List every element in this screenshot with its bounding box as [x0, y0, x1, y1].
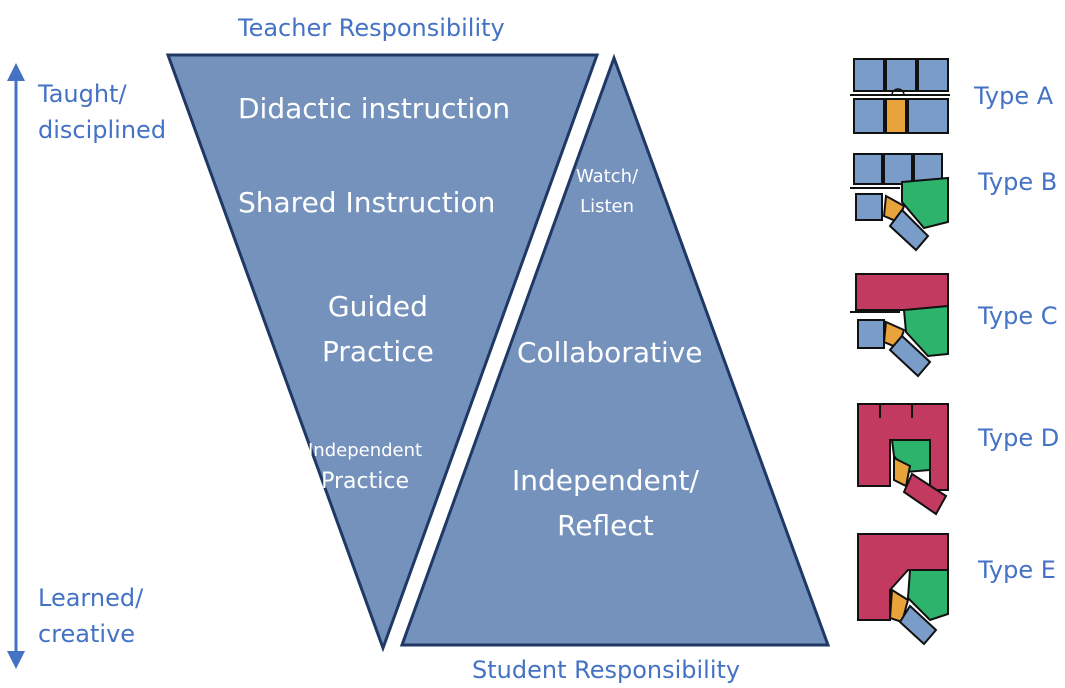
title-student-responsibility: Student Responsibility — [472, 656, 741, 684]
type-c-plan — [850, 273, 949, 378]
teacher-triangle — [165, 53, 600, 653]
type-a-label: Type A — [974, 82, 1054, 110]
stage-reflect-line2: Reflect — [557, 509, 654, 542]
axis-top-label: Taught/ disciplined — [38, 76, 166, 148]
type-d-label: Type D — [978, 424, 1060, 452]
type-b-plan — [850, 153, 949, 252]
stage-watch-line2: Listen — [580, 196, 635, 217]
student-triangle — [399, 53, 831, 647]
type-b-label: Type B — [978, 168, 1058, 196]
type-a-plan — [850, 58, 950, 134]
axis-bottom-label: Learned/ creative — [38, 580, 143, 652]
stage-didactic-instruction: Didactic instruction — [238, 92, 511, 125]
stage-watch-line1: Watch/ — [576, 166, 639, 187]
stage-watch-listen: Watch/ Listen — [576, 162, 638, 222]
type-c-label: Type C — [978, 302, 1058, 330]
stage-independent-practice: Independent Practice — [308, 436, 422, 497]
title-teacher-responsibility: Teacher Responsibility — [238, 14, 505, 42]
stage-reflect-line1: Independent/ — [512, 464, 699, 497]
axis-top-line2: disciplined — [38, 116, 167, 144]
axis-top-line1: Taught/ — [38, 80, 127, 108]
axis-bottom-line1: Learned/ — [38, 584, 144, 612]
stage-shared-instruction: Shared Instruction — [238, 186, 496, 219]
type-e-plan — [857, 533, 949, 646]
axis-bottom-line2: creative — [38, 620, 136, 648]
stage-independent-reflect: Independent/ Reflect — [512, 458, 699, 548]
stage-independent-line2: Practice — [321, 469, 409, 494]
type-d-plan — [857, 403, 949, 516]
stage-guided-line1: Guided — [327, 290, 428, 323]
stage-guided-line2: Practice — [322, 335, 434, 368]
stage-guided-practice: Guided Practice — [322, 284, 434, 374]
stage-independent-line1: Independent — [308, 440, 423, 461]
type-e-label: Type E — [978, 556, 1056, 584]
stage-collaborative: Collaborative — [517, 336, 703, 369]
